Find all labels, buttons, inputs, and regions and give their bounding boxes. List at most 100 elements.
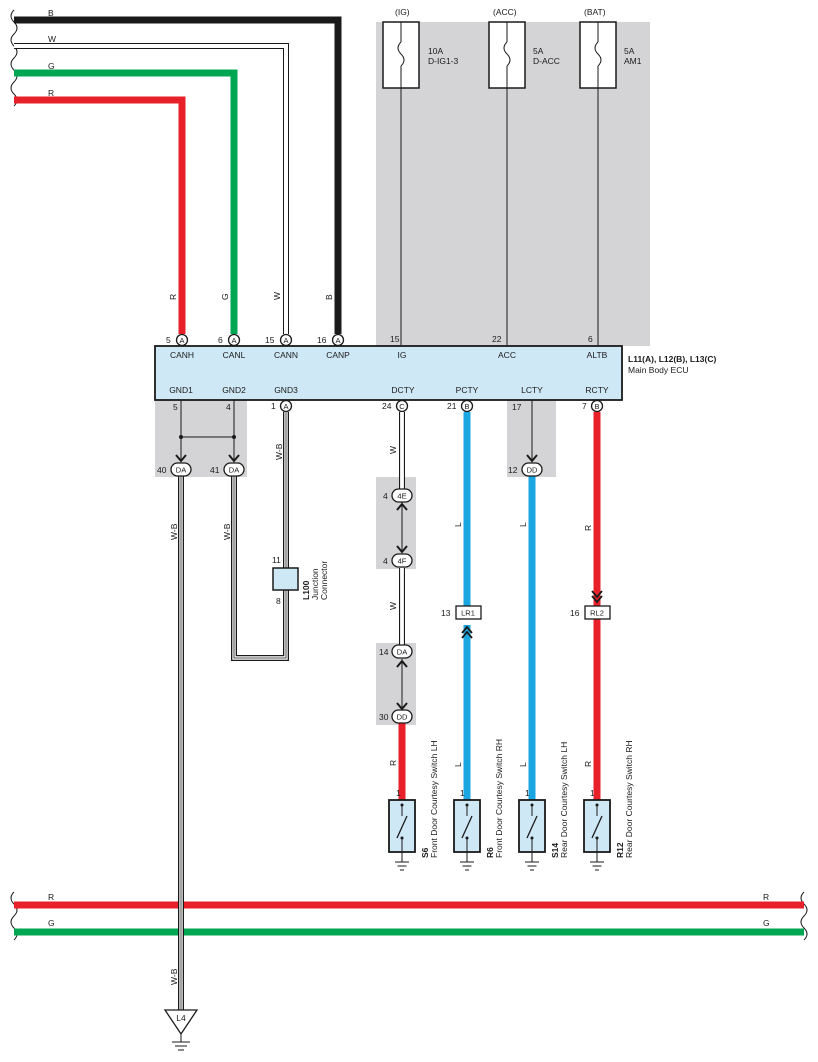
wire-code-label: R — [388, 760, 398, 766]
junction-id: L100 — [301, 580, 311, 600]
switch-r6: 1 R6 Front Door Courtesy Switch RH — [453, 739, 504, 871]
wire-code-label: R — [583, 761, 593, 767]
top-bus-wires — [14, 16, 342, 334]
ecu-pin-name: GND1 — [169, 385, 193, 395]
connector-code: DD — [527, 466, 538, 475]
connector-code: DA — [176, 466, 186, 475]
ground-symbol-icon — [172, 1041, 190, 1051]
pin-conn: C — [399, 402, 405, 411]
pin-conn: B — [594, 402, 599, 411]
pin-number: 21 — [447, 401, 457, 411]
pin-number: 24 — [382, 401, 392, 411]
bus-label: R — [48, 88, 54, 98]
switch-pin: 1 — [460, 788, 465, 798]
bus-label: W — [48, 34, 56, 44]
connector-code: DD — [397, 713, 408, 722]
fuse-ig: (IG) 10A D-IG1-3 — [382, 7, 459, 89]
pin-number: 4 — [226, 402, 231, 412]
junction-box — [272, 567, 299, 591]
connector-code: 4F — [398, 557, 407, 566]
pin-number: 7 — [582, 401, 587, 411]
pin-conn: B — [464, 402, 469, 411]
connector-number: 30 — [379, 712, 389, 722]
switch-id: R6 — [485, 847, 495, 858]
ground-wiring — [175, 400, 289, 1010]
wire-code-label: W-B — [169, 523, 179, 540]
switch-name: Rear Door Courtesy Switch LH — [559, 742, 569, 858]
pin-number: 5 — [166, 335, 171, 345]
ecu-title: L11(A), L12(B), L13(C) — [628, 354, 716, 364]
fuse-rating: 10A — [428, 46, 443, 56]
ground-triangle — [163, 1009, 199, 1036]
pin-conn: A — [179, 336, 184, 345]
ecu-pin-name: CANN — [274, 350, 298, 360]
fuses: (IG) 10A D-IG1-3 (ACC) 5A D-ACC (BAT) 5A… — [382, 7, 642, 345]
connector-code: DA — [229, 466, 239, 475]
junction-name: Junction — [310, 568, 320, 600]
lcty-circuit — [526, 400, 538, 800]
fuse-acc: (ACC) 5A D-ACC — [488, 7, 560, 89]
rcty-connector: RL2 16 R R — [570, 525, 611, 767]
fuse-source: (BAT) — [584, 7, 606, 17]
ecu-box — [154, 345, 623, 401]
pin-conn: A — [231, 336, 236, 345]
switch-s6: 1 S6 Front Door Courtesy Switch LH — [388, 740, 439, 871]
connector-number: 41 — [210, 465, 220, 475]
main-body-ecu: CANH CANL CANN CANP IG ACC ALTB GND1 GND… — [154, 345, 716, 401]
pin-conn: A — [283, 336, 288, 345]
ecu-pin-name: ALTB — [587, 350, 608, 360]
pin-circle — [279, 399, 293, 413]
wire-code-label: R — [583, 525, 593, 531]
pin-number: 22 — [492, 334, 502, 344]
ecu-pin-name: CANP — [326, 350, 350, 360]
wire-code-label: R — [168, 294, 178, 300]
pin-number: 16 — [317, 335, 327, 345]
switch-s14: 1 S14 Rear Door Courtesy Switch LH — [518, 742, 569, 871]
connector-code: DA — [397, 648, 407, 657]
fuse-bat: (BAT) 5A AM1 — [579, 7, 642, 89]
wire-code-label: G — [220, 293, 230, 300]
bus-wire-r — [14, 96, 186, 334]
connector-code: 4E — [397, 492, 406, 501]
switch-id: S6 — [420, 847, 430, 858]
ecu-pin-name: CANH — [170, 350, 194, 360]
connector-number: 16 — [570, 608, 580, 618]
ecu-pin-name: LCTY — [521, 385, 543, 395]
wire-code-label: W-B — [169, 968, 179, 985]
bottom-bus — [10, 891, 808, 1010]
wire-code-label: W — [388, 602, 398, 610]
wire-code-label: W-B — [274, 443, 284, 460]
gnd-connectors: DA 40 DA 41 W-B W-B W-B — [157, 443, 284, 540]
switch-r12: 1 R12 Rear Door Courtesy Switch RH — [583, 740, 634, 871]
switch-pin: 1 — [590, 788, 595, 798]
connector-number: 14 — [379, 647, 389, 657]
bus-label: G — [763, 918, 770, 928]
ground-point-l4: L4 — [163, 1009, 199, 1051]
switch-id: R12 — [615, 842, 625, 858]
top-bus-breaks — [10, 9, 18, 107]
ecu-bottom-pins: 5 4 A 1 C 24 B 21 17 B 7 — [173, 399, 604, 413]
ecu-pin-name: DCTY — [391, 385, 414, 395]
fuse-rating: 5A — [533, 46, 544, 56]
wire-code-label: L — [453, 762, 463, 767]
ecu-pin-name: IG — [398, 350, 407, 360]
junction-pin-top: 11 — [272, 555, 281, 565]
bus-label: G — [48, 61, 55, 71]
pin-number: 17 — [512, 402, 522, 412]
junction-name-2: Connector — [319, 561, 329, 600]
ecu-subtitle: Main Body ECU — [628, 365, 688, 375]
wire-code-label: W — [272, 292, 282, 300]
wire-code-label: B — [324, 294, 334, 300]
fuse-rating: 5A — [624, 46, 635, 56]
switch-name: Front Door Courtesy Switch LH — [429, 740, 439, 858]
connector-number: 40 — [157, 465, 167, 475]
door-switches: 1 S6 Front Door Courtesy Switch LH 1 R6 … — [388, 739, 634, 871]
bus-wire-w — [14, 44, 288, 334]
junction-connector-l100: 11 8 L100 Junction Connector — [272, 555, 329, 606]
ecu-pin-name: RCTY — [585, 385, 608, 395]
pcty-connector: LR1 13 L L — [441, 522, 482, 767]
wire-code-label: L — [518, 522, 528, 527]
switch-pin: 1 — [396, 788, 401, 798]
